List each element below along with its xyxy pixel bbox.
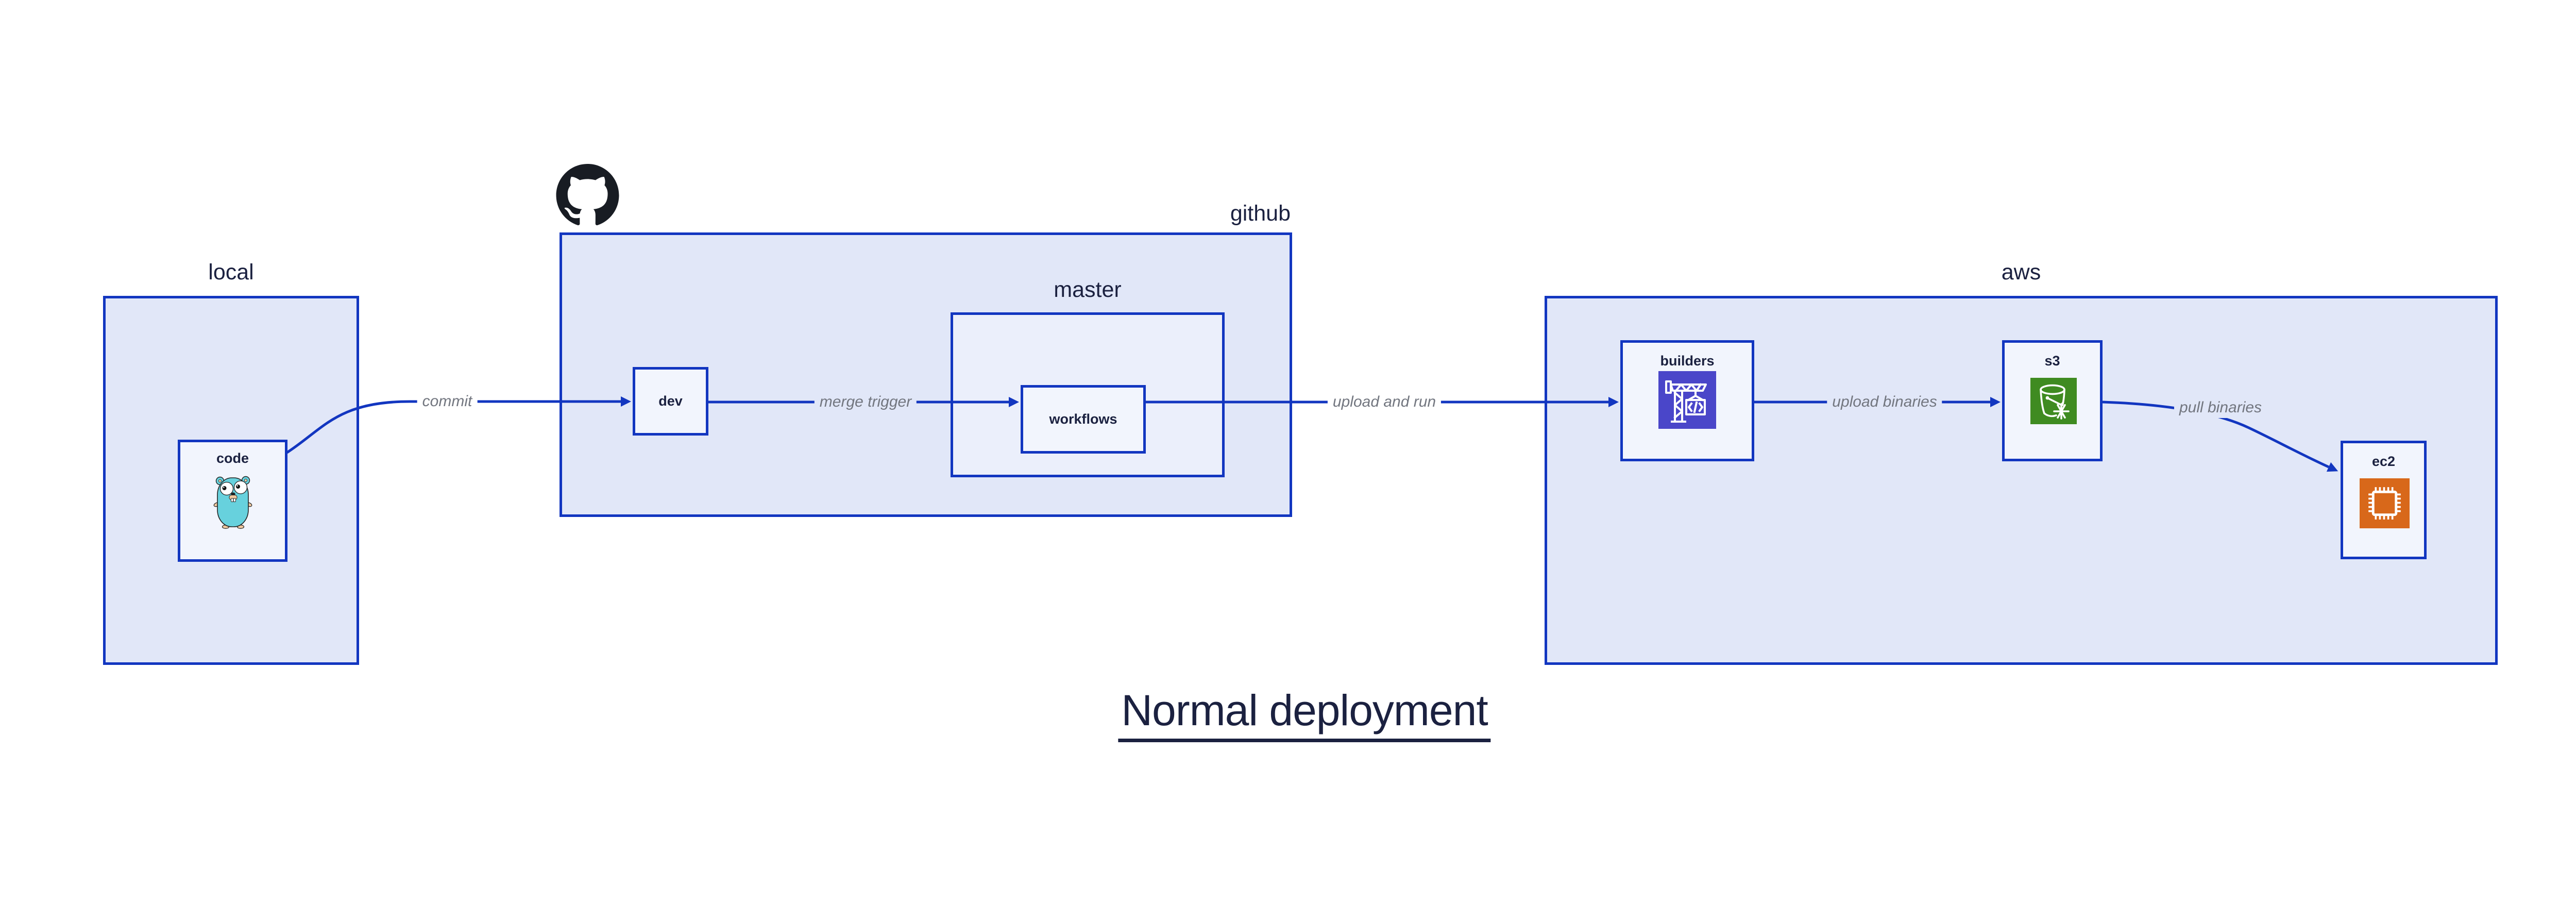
github-container-label: github	[1230, 201, 1291, 226]
workflows-node: workflows	[1021, 385, 1146, 454]
code-node: code	[178, 440, 287, 562]
dev-node-label: dev	[658, 393, 683, 409]
codebuild-crane-icon	[1658, 371, 1716, 429]
s3-glacier-bucket-icon	[2030, 378, 2077, 424]
go-gopher-icon	[213, 476, 252, 529]
ec2-chip-icon	[2360, 478, 2410, 528]
ec2-node: ec2	[2341, 441, 2427, 559]
diagram-title: Normal deployment	[1118, 686, 1491, 742]
local-container-label: local	[208, 260, 254, 285]
s3-node: s3	[2002, 340, 2103, 461]
builders-node: builders	[1620, 340, 1754, 461]
pull-binaries-edge-label: pull binaries	[2174, 397, 2267, 418]
commit-edge-label: commit	[417, 391, 478, 412]
ec2-node-label: ec2	[2371, 454, 2396, 469]
master-container-label: master	[1054, 277, 1122, 302]
s3-node-label: s3	[2044, 353, 2060, 369]
upload-binaries-edge-label: upload binaries	[1827, 392, 1942, 412]
octocat-icon	[556, 164, 619, 225]
upload-and-run-edge-label: upload and run	[1327, 392, 1442, 412]
builders-node-label: builders	[1660, 353, 1715, 369]
dev-node: dev	[633, 367, 708, 436]
code-node-label: code	[216, 450, 249, 466]
aws-container-label: aws	[2001, 260, 2041, 285]
merge-trigger-edge-label: merge trigger	[814, 392, 917, 412]
workflows-node-label: workflows	[1049, 411, 1117, 427]
